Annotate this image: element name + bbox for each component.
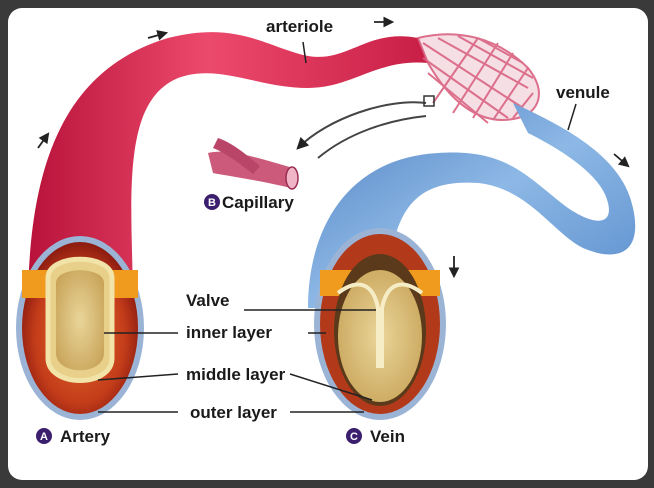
label-inner-layer: inner layer xyxy=(186,323,272,342)
label-venule: venule xyxy=(556,83,610,102)
badge-capillary xyxy=(204,194,220,210)
badge-artery-letter: A xyxy=(40,431,48,443)
label-artery: Artery xyxy=(60,427,111,446)
badge-vein xyxy=(346,428,362,444)
leader-lines xyxy=(97,41,577,413)
vein-valve xyxy=(336,282,424,368)
capillary-zoom-arrow xyxy=(296,101,427,150)
label-middle-layer: middle layer xyxy=(186,365,286,384)
badge-artery xyxy=(36,428,52,444)
capillary-network xyxy=(416,33,540,124)
capillary-detail xyxy=(208,138,299,190)
label-arteriole: arteriole xyxy=(266,17,333,36)
label-valve: Valve xyxy=(186,291,230,310)
badge-capillary-letter: B xyxy=(208,197,216,209)
blood-vessel-diagram: arteriole venule Valve inner layer middl… xyxy=(16,16,636,446)
diagram-frame: arteriole venule Valve inner layer middl… xyxy=(8,8,648,480)
label-outer-layer: outer layer xyxy=(190,403,277,422)
label-vein: Vein xyxy=(370,427,405,446)
vein-cross-section xyxy=(314,228,446,420)
badge-vein-letter: C xyxy=(350,431,358,443)
label-capillary: Capillary xyxy=(222,193,294,212)
artery-cross-section xyxy=(16,236,144,420)
flow-arrows xyxy=(37,16,630,279)
artery-vessel xyxy=(28,32,428,308)
